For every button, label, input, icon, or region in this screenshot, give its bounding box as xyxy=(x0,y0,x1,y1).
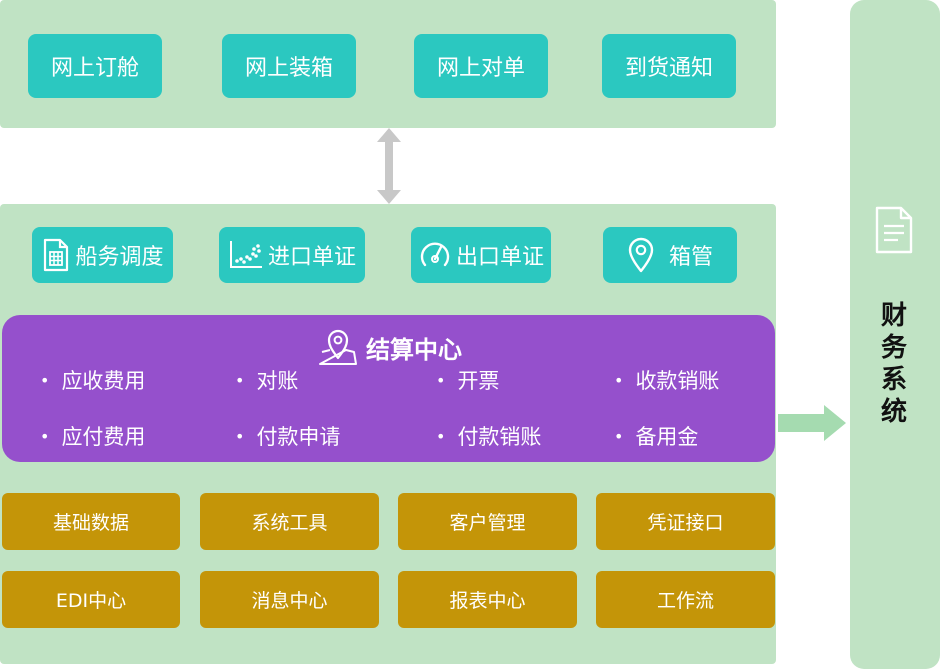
map-pin-icon xyxy=(627,237,655,273)
settlement-item-label: 备用金 xyxy=(635,425,699,449)
top-button-online-booking[interactable]: 网上订舱 xyxy=(28,34,162,98)
bottom-button-label: 工作流 xyxy=(656,590,714,612)
bottom-button-label: 客户管理 xyxy=(449,512,526,534)
settlement-item-payment-writeoff[interactable]: • 付款销账 xyxy=(436,421,541,451)
bottom-button-base-data[interactable]: 基础数据 xyxy=(2,493,180,550)
module-label: 进口单证 xyxy=(267,245,356,270)
top-button-label: 到货通知 xyxy=(624,56,713,81)
bottom-button-label: 基础数据 xyxy=(52,512,129,534)
top-panel: 网上订舱 网上装箱 网上对单 到货通知 xyxy=(0,0,776,128)
bottom-button-message-center[interactable]: 消息中心 xyxy=(200,571,379,628)
settlement-item-receivable-fees[interactable]: • 应收费用 xyxy=(40,365,145,395)
bottom-button-label: 凭证接口 xyxy=(647,512,724,534)
bottom-button-system-tools[interactable]: 系统工具 xyxy=(200,493,379,550)
bottom-button-workflow[interactable]: 工作流 xyxy=(596,571,775,628)
module-ship-scheduling[interactable]: 船务调度 xyxy=(32,227,173,283)
bullet-icon: • xyxy=(235,370,245,390)
map-location-icon xyxy=(318,328,358,366)
top-button-label: 网上装箱 xyxy=(244,56,333,81)
settlement-item-label: 收款销账 xyxy=(635,369,720,393)
top-button-label: 网上对单 xyxy=(436,56,525,81)
bullet-icon: • xyxy=(436,370,446,390)
scatter-chart-icon xyxy=(228,239,264,271)
module-export-docs[interactable]: 出口单证 xyxy=(411,227,551,283)
bottom-button-voucher-interface[interactable]: 凭证接口 xyxy=(596,493,775,550)
top-button-label: 网上订舱 xyxy=(50,56,139,81)
document-icon xyxy=(875,206,913,254)
settlement-item-label: 付款销账 xyxy=(457,425,542,449)
settlement-item-invoicing[interactable]: • 开票 xyxy=(436,365,499,395)
module-import-docs[interactable]: 进口单证 xyxy=(219,227,365,283)
module-label: 船务调度 xyxy=(75,245,164,270)
module-container-mgmt[interactable]: 箱管 xyxy=(603,227,737,283)
settlement-item-label: 应收费用 xyxy=(61,369,146,393)
bullet-icon: • xyxy=(436,426,446,446)
settlement-item-label: 付款申请 xyxy=(256,425,341,449)
settlement-item-reconciliation[interactable]: • 对账 xyxy=(235,365,298,395)
spreadsheet-doc-icon xyxy=(41,238,71,272)
top-button-online-reconcile[interactable]: 网上对单 xyxy=(414,34,548,98)
bullet-icon: • xyxy=(235,426,245,446)
settlement-item-label: 开票 xyxy=(457,369,500,393)
finance-system-label: 财务系统 xyxy=(880,301,907,427)
bullet-icon: • xyxy=(40,426,50,446)
settlement-center: 结算中心 • 应收费用 • 对账 • 开票 • 收款销账 • 应付费用 • 付款申请 • 付款… xyxy=(2,315,775,462)
top-button-arrival-notice[interactable]: 到货通知 xyxy=(602,34,736,98)
bullet-icon: • xyxy=(614,426,624,446)
settlement-item-label: 应付费用 xyxy=(61,425,146,449)
bottom-button-label: EDI中心 xyxy=(55,590,127,612)
module-label: 出口单证 xyxy=(455,245,544,270)
gauge-icon xyxy=(418,238,452,272)
bottom-button-label: 系统工具 xyxy=(251,512,328,534)
bottom-button-edi-center[interactable]: EDI中心 xyxy=(2,571,180,628)
bottom-button-label: 报表中心 xyxy=(449,590,526,612)
settlement-title-row: 结算中心 xyxy=(318,325,462,369)
settlement-item-label: 对账 xyxy=(256,369,299,393)
module-label: 箱管 xyxy=(668,245,713,270)
right-arrow-icon xyxy=(778,405,846,441)
finance-system-panel[interactable] xyxy=(850,0,940,669)
bottom-button-customer-mgmt[interactable]: 客户管理 xyxy=(398,493,577,550)
bullet-icon: • xyxy=(40,370,50,390)
top-button-online-packing[interactable]: 网上装箱 xyxy=(222,34,356,98)
bottom-button-label: 消息中心 xyxy=(251,590,328,612)
bullet-icon: • xyxy=(614,370,624,390)
settlement-item-payment-request[interactable]: • 付款申请 xyxy=(235,421,340,451)
settlement-item-payable-fees[interactable]: • 应付费用 xyxy=(40,421,145,451)
settlement-item-petty-cash[interactable]: • 备用金 xyxy=(614,421,698,451)
bottom-button-report-center[interactable]: 报表中心 xyxy=(398,571,577,628)
settlement-item-receipt-writeoff[interactable]: • 收款销账 xyxy=(614,365,719,395)
settlement-title: 结算中心 xyxy=(366,335,462,364)
bidirectional-arrow-icon xyxy=(377,128,401,204)
